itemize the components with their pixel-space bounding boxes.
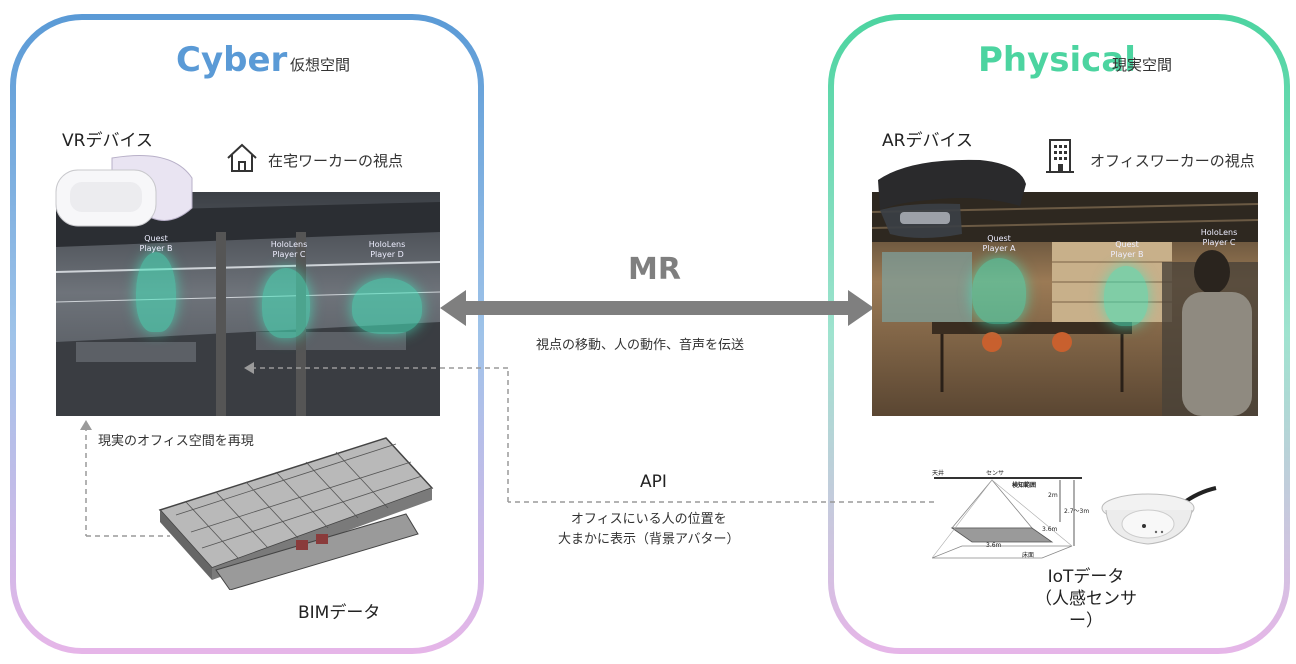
api-dashed-arrow xyxy=(244,362,934,503)
building-icon xyxy=(1044,136,1076,176)
mr-label: MR xyxy=(628,252,681,287)
sensor-ceiling-label: 天井 xyxy=(932,470,945,477)
physical-viewpoint-label: オフィスワーカーの視点 xyxy=(1090,152,1255,170)
avatar-label-line1: Quest xyxy=(987,234,1011,243)
sensor-detection-label: 検知範囲 xyxy=(1012,482,1037,489)
physical-subtitle: 現実空間 xyxy=(1112,56,1173,74)
motion-sensor-image xyxy=(1098,484,1224,552)
avatar-label-line1: HoloLens xyxy=(368,240,406,249)
avatar-label-line2: Player D xyxy=(370,250,404,259)
cyber-subtitle: 仮想空間 xyxy=(290,56,351,74)
avatar-figure xyxy=(972,258,1026,324)
house-icon xyxy=(224,140,260,176)
sensor-height-range-label: 2.7～3m xyxy=(1064,508,1090,515)
avatar-figure xyxy=(136,252,176,332)
sensor-range-diagram: 天井 センサ 検知範囲 2m 2.7～3m 3.6m 3.6m 床面 xyxy=(931,470,1092,560)
iot-data-label: IoTデータ xyxy=(1047,567,1125,587)
avatar-label-line2: Player B xyxy=(139,244,173,253)
avatar-label-line1: Quest xyxy=(1115,240,1139,249)
avatar-figure xyxy=(1104,266,1148,326)
bim-model-image xyxy=(156,430,446,591)
api-description-line1: オフィスにいる人の位置を xyxy=(570,512,727,527)
avatar-label-line1: HoloLens xyxy=(1200,228,1238,237)
api-label: API xyxy=(640,472,667,492)
physical-title: Physical xyxy=(978,40,1136,80)
avatar-label-line2: Player C xyxy=(272,250,306,259)
ar-device-label: ARデバイス xyxy=(882,131,973,151)
api-description-line2: 大まかに表示（背景アバター） xyxy=(558,532,740,547)
avatar-figure xyxy=(262,268,310,338)
sensor-width-label: 3.6m xyxy=(986,542,1002,549)
vr-headset-image xyxy=(52,148,198,232)
vr-device-label: VRデバイス xyxy=(62,131,153,151)
mr-double-arrow xyxy=(440,290,874,326)
sensor-floor-label: 床面 xyxy=(1022,552,1035,559)
avatar-label-line2: Player A xyxy=(982,244,1016,253)
cyber-viewpoint-label: 在宅ワーカーの視点 xyxy=(268,152,404,170)
sensor-height-2m-label: 2m xyxy=(1048,492,1058,499)
sensor-width-label: 3.6m xyxy=(1042,526,1058,533)
avatar-label-line2: Player B xyxy=(1110,250,1144,259)
iot-data-sublabel: （人感センサー） xyxy=(1035,589,1137,631)
bim-data-label: BIMデータ xyxy=(298,603,381,623)
avatar-label-line2: Player C xyxy=(1202,238,1236,247)
reproduce-note: 現実のオフィス空間を再現 xyxy=(98,434,254,449)
reproduce-dashed-arrow xyxy=(80,420,170,537)
cyber-title: Cyber xyxy=(176,40,288,80)
avatar-figure xyxy=(352,278,422,334)
ar-headset-image xyxy=(870,150,1030,246)
mr-description: 視点の移動、人の動作、音声を伝送 xyxy=(536,338,745,353)
avatar-label-line1: HoloLens xyxy=(270,240,308,249)
sensor-sensor-label: センサ xyxy=(986,470,1005,477)
avatar-label-line1: Quest xyxy=(144,234,168,243)
